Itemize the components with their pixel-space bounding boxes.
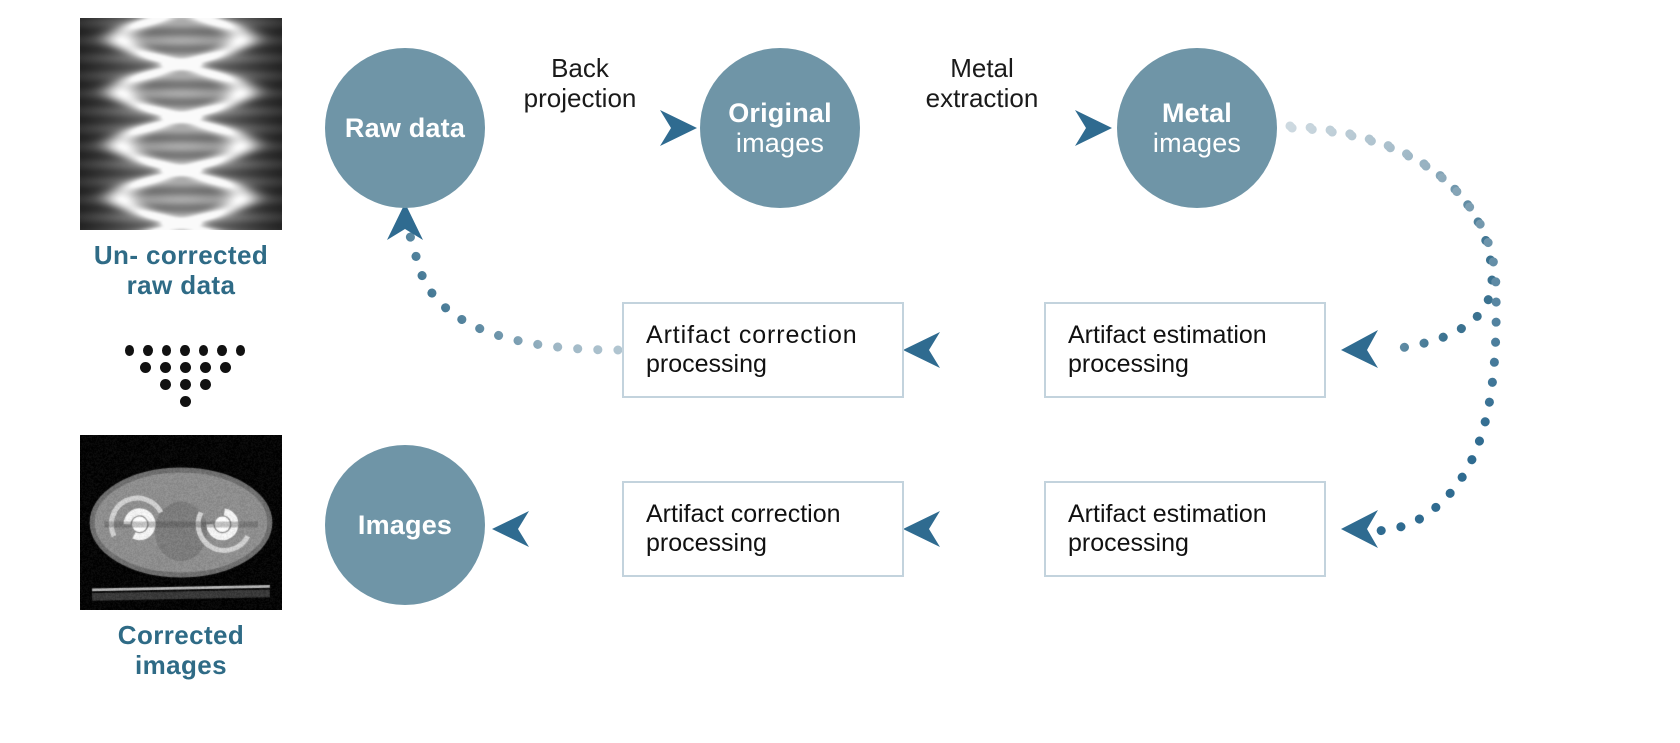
node-raw-data[interactable]: Raw data — [325, 48, 485, 208]
box-artifact-estimation-bottom[interactable]: Artifact estimation processing — [1044, 481, 1326, 577]
corrected-ct-image — [80, 435, 282, 610]
dot — [143, 345, 152, 356]
box-artifact-correction-bottom-line2: processing — [646, 529, 902, 559]
uncorrected-raw-data-caption: Un- corrected raw data — [55, 240, 307, 300]
box-artifact-estimation-bottom-line2: processing — [1068, 529, 1324, 559]
dot — [162, 345, 171, 356]
dot — [200, 379, 211, 390]
box-artifact-estimation-top[interactable]: Artifact estimation processing — [1044, 302, 1326, 398]
box-artifact-estimation-top-line2: processing — [1068, 350, 1324, 380]
edge-original-to-metal — [868, 110, 1112, 146]
edge-estimation-to-correction-top — [903, 332, 1032, 368]
dot-triangle-row — [125, 379, 245, 390]
node-images[interactable]: Images — [325, 445, 485, 605]
dot — [180, 396, 191, 407]
node-original-images-line2: images — [736, 128, 824, 158]
dot — [217, 345, 226, 356]
node-raw-data-line1: Raw data — [345, 113, 465, 143]
dot-triangle-row — [125, 396, 245, 407]
dot — [140, 362, 151, 373]
box-artifact-correction-top-line2: processing — [646, 350, 902, 380]
box-artifact-correction-top[interactable]: Artifact correction processing — [622, 302, 904, 398]
dot-triangle-separator — [125, 345, 245, 413]
corrected-images-caption: Corrected images — [55, 620, 307, 680]
node-metal-images-line2: images — [1153, 128, 1241, 158]
box-artifact-correction-bottom-line1: Artifact correction — [646, 500, 902, 530]
node-metal-images-line1: Metal — [1162, 98, 1232, 128]
dot — [180, 362, 191, 373]
edge-label-back-projection: Back projection — [470, 54, 690, 113]
node-metal-images[interactable]: Metal images — [1117, 48, 1277, 208]
dot — [160, 362, 171, 373]
box-artifact-estimation-bottom-line1: Artifact estimation — [1068, 500, 1324, 530]
dot-triangle-row — [125, 362, 245, 373]
edge-estimation-to-correction-bottom — [903, 511, 1032, 547]
dot-triangle-row — [125, 345, 245, 356]
box-artifact-correction-top-line1: Artifact correction — [646, 321, 902, 351]
edge-label-metal-extraction: Metal extraction — [872, 54, 1092, 113]
edge-rawdata-to-original — [492, 110, 697, 146]
dot — [125, 345, 134, 356]
edge-correction-to-images — [492, 511, 618, 547]
dot — [180, 379, 191, 390]
uncorrected-sinogram-image — [80, 18, 282, 230]
box-artifact-correction-bottom[interactable]: Artifact correction processing — [622, 481, 904, 577]
dot — [160, 379, 171, 390]
dot — [180, 345, 189, 356]
dot — [236, 345, 245, 356]
edge-correction-to-rawdata — [387, 203, 618, 350]
sinogram-canvas — [80, 18, 282, 230]
node-original-images[interactable]: Original images — [700, 48, 860, 208]
dot — [199, 345, 208, 356]
dot — [200, 362, 211, 373]
node-images-line1: Images — [358, 510, 452, 540]
box-artifact-estimation-top-line1: Artifact estimation — [1068, 321, 1324, 351]
node-original-images-line1: Original — [728, 98, 832, 128]
ct-slice-canvas — [80, 435, 282, 610]
dot — [220, 362, 231, 373]
